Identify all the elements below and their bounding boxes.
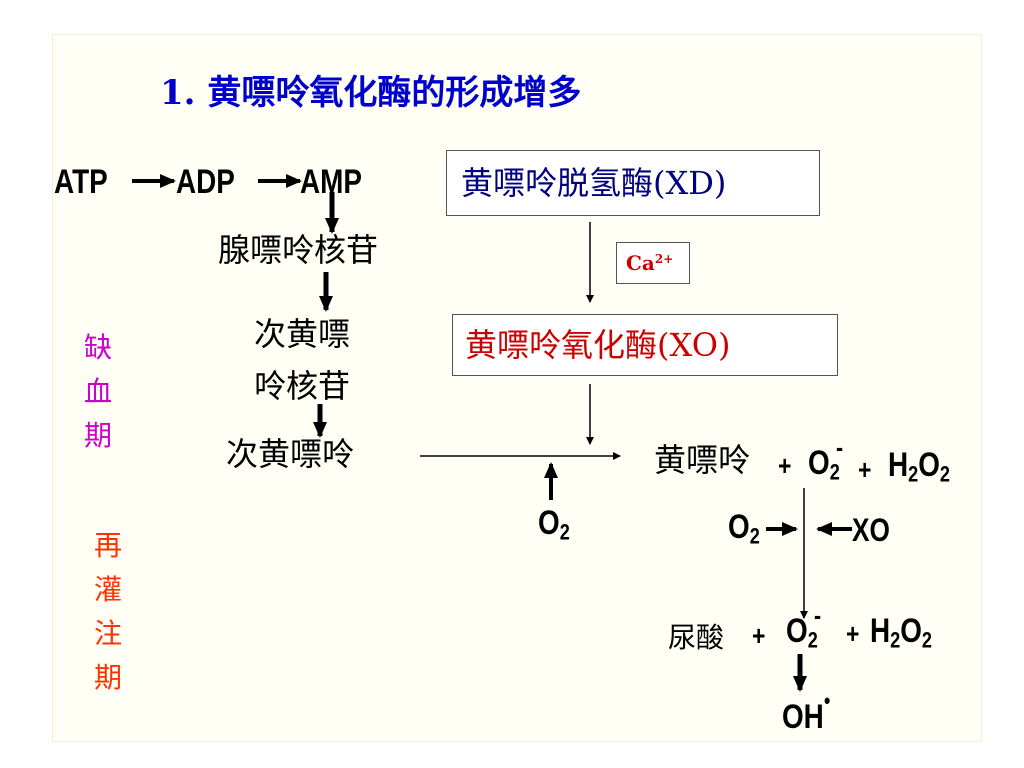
reperfusion-char: 注 (93, 617, 122, 650)
xd-enzyme-label: 黄嘌呤脱氢酶(XD) (461, 164, 727, 202)
xanthine-label: 黄嘌呤 (654, 441, 751, 479)
h2o2-1-o: O (918, 446, 940, 484)
superoxide-2: O2 (786, 614, 818, 652)
plus-sign: + (778, 450, 792, 481)
h2o2-2-o: O (900, 612, 922, 650)
superoxide-2-subscript: 2 (807, 627, 818, 653)
h2o2-1: H2O2 (888, 448, 950, 486)
ischemia-char: 期 (83, 419, 112, 452)
reperfusion-phase-label: 再 灌 注 期 (88, 524, 128, 700)
superoxide-1: O2 (808, 446, 840, 484)
xo-mid-label: XO (852, 512, 890, 548)
slide-title: 1. 黄嘌呤氧化酶的形成增多 (160, 73, 582, 113)
hypoxanthine-label: 次黄嘌呤 (226, 435, 355, 473)
ischemia-char: 血 (83, 375, 112, 408)
superoxide-2-symbol: O (786, 612, 808, 650)
calcium-label: Ca2+ (626, 253, 673, 273)
h2o2-2: H2O2 (870, 614, 932, 652)
uric-acid-label: 尿酸 (668, 621, 725, 654)
inosine-label-line2: 呤核苷 (254, 367, 351, 405)
calcium-charge: 2+ (654, 252, 674, 266)
superoxide-1-symbol: O (808, 444, 830, 482)
o2-mid-label: O2 (728, 510, 760, 548)
xo-enzyme-box: 黄嘌呤氧化酶(XO) (452, 314, 838, 376)
xd-enzyme-box: 黄嘌呤脱氢酶(XD) (446, 150, 820, 216)
h2o2-2-sub1: 2 (890, 627, 901, 653)
o2-mid-symbol: O (728, 508, 750, 546)
atp-label: ATP (54, 163, 108, 201)
hydroxyl-radical-dot: • (824, 688, 831, 713)
ischemia-char: 缺 (83, 331, 112, 364)
inosine-label-line1: 次黄嘌 (254, 315, 351, 353)
reperfusion-char: 期 (93, 661, 122, 694)
superoxide-2-charge: - (814, 600, 822, 630)
xo-enzyme-label: 黄嘌呤氧化酶(XO) (465, 326, 731, 364)
reperfusion-char: 再 (93, 529, 122, 562)
h2o2-2-sub2: 2 (921, 627, 932, 653)
plus-sign: + (846, 618, 860, 649)
plus-sign: + (858, 454, 872, 485)
o2-input-subscript: 2 (559, 519, 570, 545)
h2o2-1-sub1: 2 (908, 461, 919, 487)
calcium-symbol: Ca (626, 251, 655, 276)
reperfusion-char: 灌 (93, 573, 122, 606)
o2-mid-subscript: 2 (749, 523, 760, 549)
calcium-box: Ca2+ (616, 242, 690, 284)
h2o2-1-h: H (888, 446, 909, 484)
superoxide-1-charge: - (836, 432, 844, 462)
o2-input-label: O2 (538, 506, 570, 544)
plus-sign: + (752, 620, 766, 651)
hydroxyl-radical: OH (782, 698, 824, 736)
adenosine-label: 腺嘌呤核苷 (218, 231, 379, 269)
o2-input-symbol: O (538, 504, 560, 542)
adp-label: ADP (176, 163, 235, 201)
h2o2-2-h: H (870, 612, 891, 650)
ischemia-phase-label: 缺 血 期 (78, 326, 118, 458)
h2o2-1-sub2: 2 (939, 461, 950, 487)
superoxide-1-subscript: 2 (829, 459, 840, 485)
